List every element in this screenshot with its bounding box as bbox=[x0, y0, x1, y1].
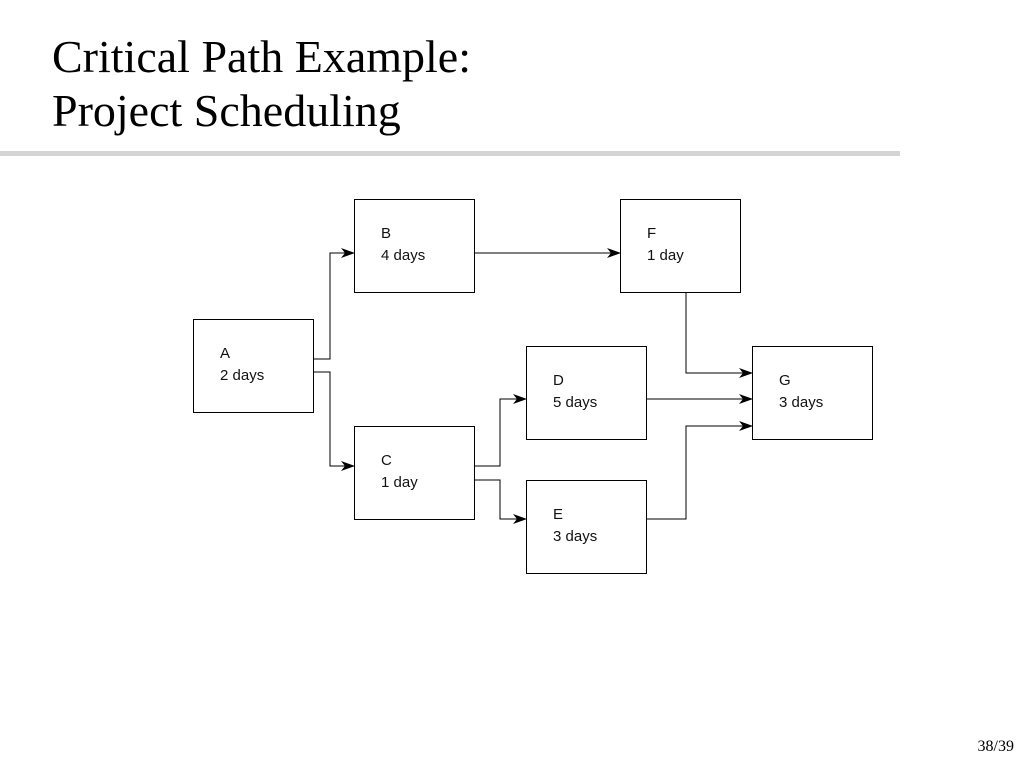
task-node-e: E 3 days bbox=[526, 480, 647, 574]
page-number: 38/39 bbox=[977, 738, 1014, 755]
task-label: C bbox=[381, 452, 392, 469]
task-duration: 1 day bbox=[381, 474, 418, 491]
task-duration: 3 days bbox=[779, 394, 823, 411]
task-label: G bbox=[779, 372, 791, 389]
task-node-c: C 1 day bbox=[354, 426, 475, 520]
edge-layer bbox=[313, 248, 753, 524]
task-duration: 4 days bbox=[381, 247, 425, 264]
arrow-c-to-e bbox=[474, 479, 527, 524]
task-node-g: G 3 days bbox=[752, 346, 873, 440]
task-label: E bbox=[553, 506, 563, 523]
task-duration: 3 days bbox=[553, 528, 597, 545]
task-box bbox=[193, 319, 314, 413]
task-label: F bbox=[647, 225, 656, 242]
task-box bbox=[354, 199, 475, 293]
task-label: B bbox=[381, 225, 391, 242]
task-box bbox=[752, 346, 873, 440]
title-divider bbox=[0, 151, 900, 156]
task-box bbox=[620, 199, 741, 293]
task-label: A bbox=[220, 345, 230, 362]
task-duration: 2 days bbox=[220, 367, 264, 384]
arrow-a-to-c bbox=[313, 371, 355, 471]
task-duration: 1 day bbox=[647, 247, 684, 264]
task-box bbox=[354, 426, 475, 520]
task-node-a: A 2 days bbox=[193, 319, 314, 413]
arrow-a-to-b bbox=[313, 248, 355, 360]
task-node-b: B 4 days bbox=[354, 199, 475, 293]
slide-title-line-1: Critical Path Example: bbox=[52, 31, 472, 82]
arrow-e-to-g bbox=[646, 421, 753, 520]
slide-title-line-2: Project Scheduling bbox=[52, 85, 401, 136]
task-duration: 5 days bbox=[553, 394, 597, 411]
task-label: D bbox=[553, 372, 564, 389]
slide-title: Critical Path Example: Project Schedulin… bbox=[52, 30, 471, 138]
task-box bbox=[526, 346, 647, 440]
arrow-f-to-g bbox=[685, 292, 753, 378]
task-box bbox=[526, 480, 647, 574]
arrow-c-to-d bbox=[474, 394, 527, 467]
task-node-f: F 1 day bbox=[620, 199, 741, 293]
task-node-d: D 5 days bbox=[526, 346, 647, 440]
